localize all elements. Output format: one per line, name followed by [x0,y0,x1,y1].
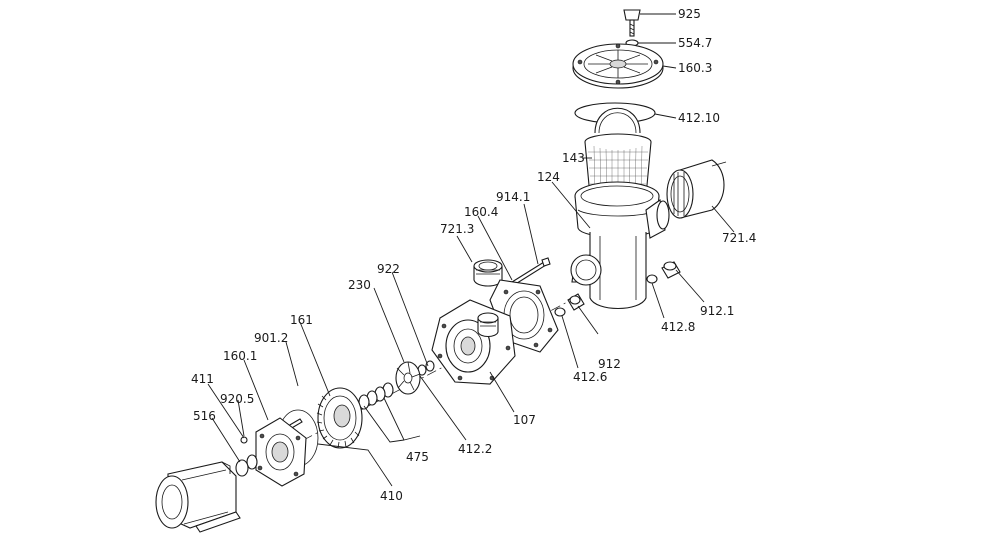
part-721-3-union [473,259,503,287]
part-914-1-bolt [511,257,551,286]
part-230-impeller [395,361,421,395]
label-412-10: 412.10 [678,111,720,125]
label-922: 922 [377,262,400,276]
label-160-3: 160.3 [678,61,712,75]
label-721-4: 721.4 [722,231,756,245]
part-161-diffuser [316,387,363,449]
label-107: 107 [513,413,536,427]
label-475: 475 [406,450,429,464]
motor [155,461,241,533]
part-160-1-flange [255,417,307,487]
callout-labels: 925 554.7 160.3 412.10 143 124 914.1 160… [191,7,756,503]
label-912-1: 912.1 [700,304,734,318]
part-160-3-cover [572,43,664,89]
label-160-4: 160.4 [464,205,498,219]
part-124-strainer-housing [570,181,670,309]
leader-lines [207,13,735,487]
label-143: 143 [562,151,585,165]
part-412-8-oring [646,274,658,284]
label-721-3: 721.3 [440,222,474,236]
label-914-1: 914.1 [496,190,530,204]
part-411-washer [246,454,258,470]
part-475-mechanical-seal [358,382,394,410]
label-161: 161 [290,313,313,327]
label-410: 410 [380,489,403,503]
part-925-vent-screw [623,9,641,37]
part-721-4-union [666,159,727,219]
label-912: 912 [598,357,621,371]
label-124: 124 [537,170,560,184]
part-412-6-oring [554,307,566,317]
part-912-1-drain-plug [661,261,681,279]
label-411: 411 [191,372,214,386]
label-901-2: 901.2 [254,331,288,345]
part-922-nut [425,360,435,372]
label-516: 516 [193,409,216,423]
part-920-5-nut [240,436,248,444]
part-912-plug [567,293,585,311]
part-516-collar [235,459,249,477]
label-920-5: 920.5 [220,392,254,406]
part-107-volute-casing [431,299,516,385]
label-412-8: 412.8 [661,320,695,334]
label-925: 925 [678,7,701,21]
label-412-6: 412.6 [573,370,607,384]
label-412-2: 412.2 [458,442,492,456]
label-554-7: 554.7 [678,36,712,50]
label-160-1: 160.1 [223,349,257,363]
label-230: 230 [348,278,371,292]
